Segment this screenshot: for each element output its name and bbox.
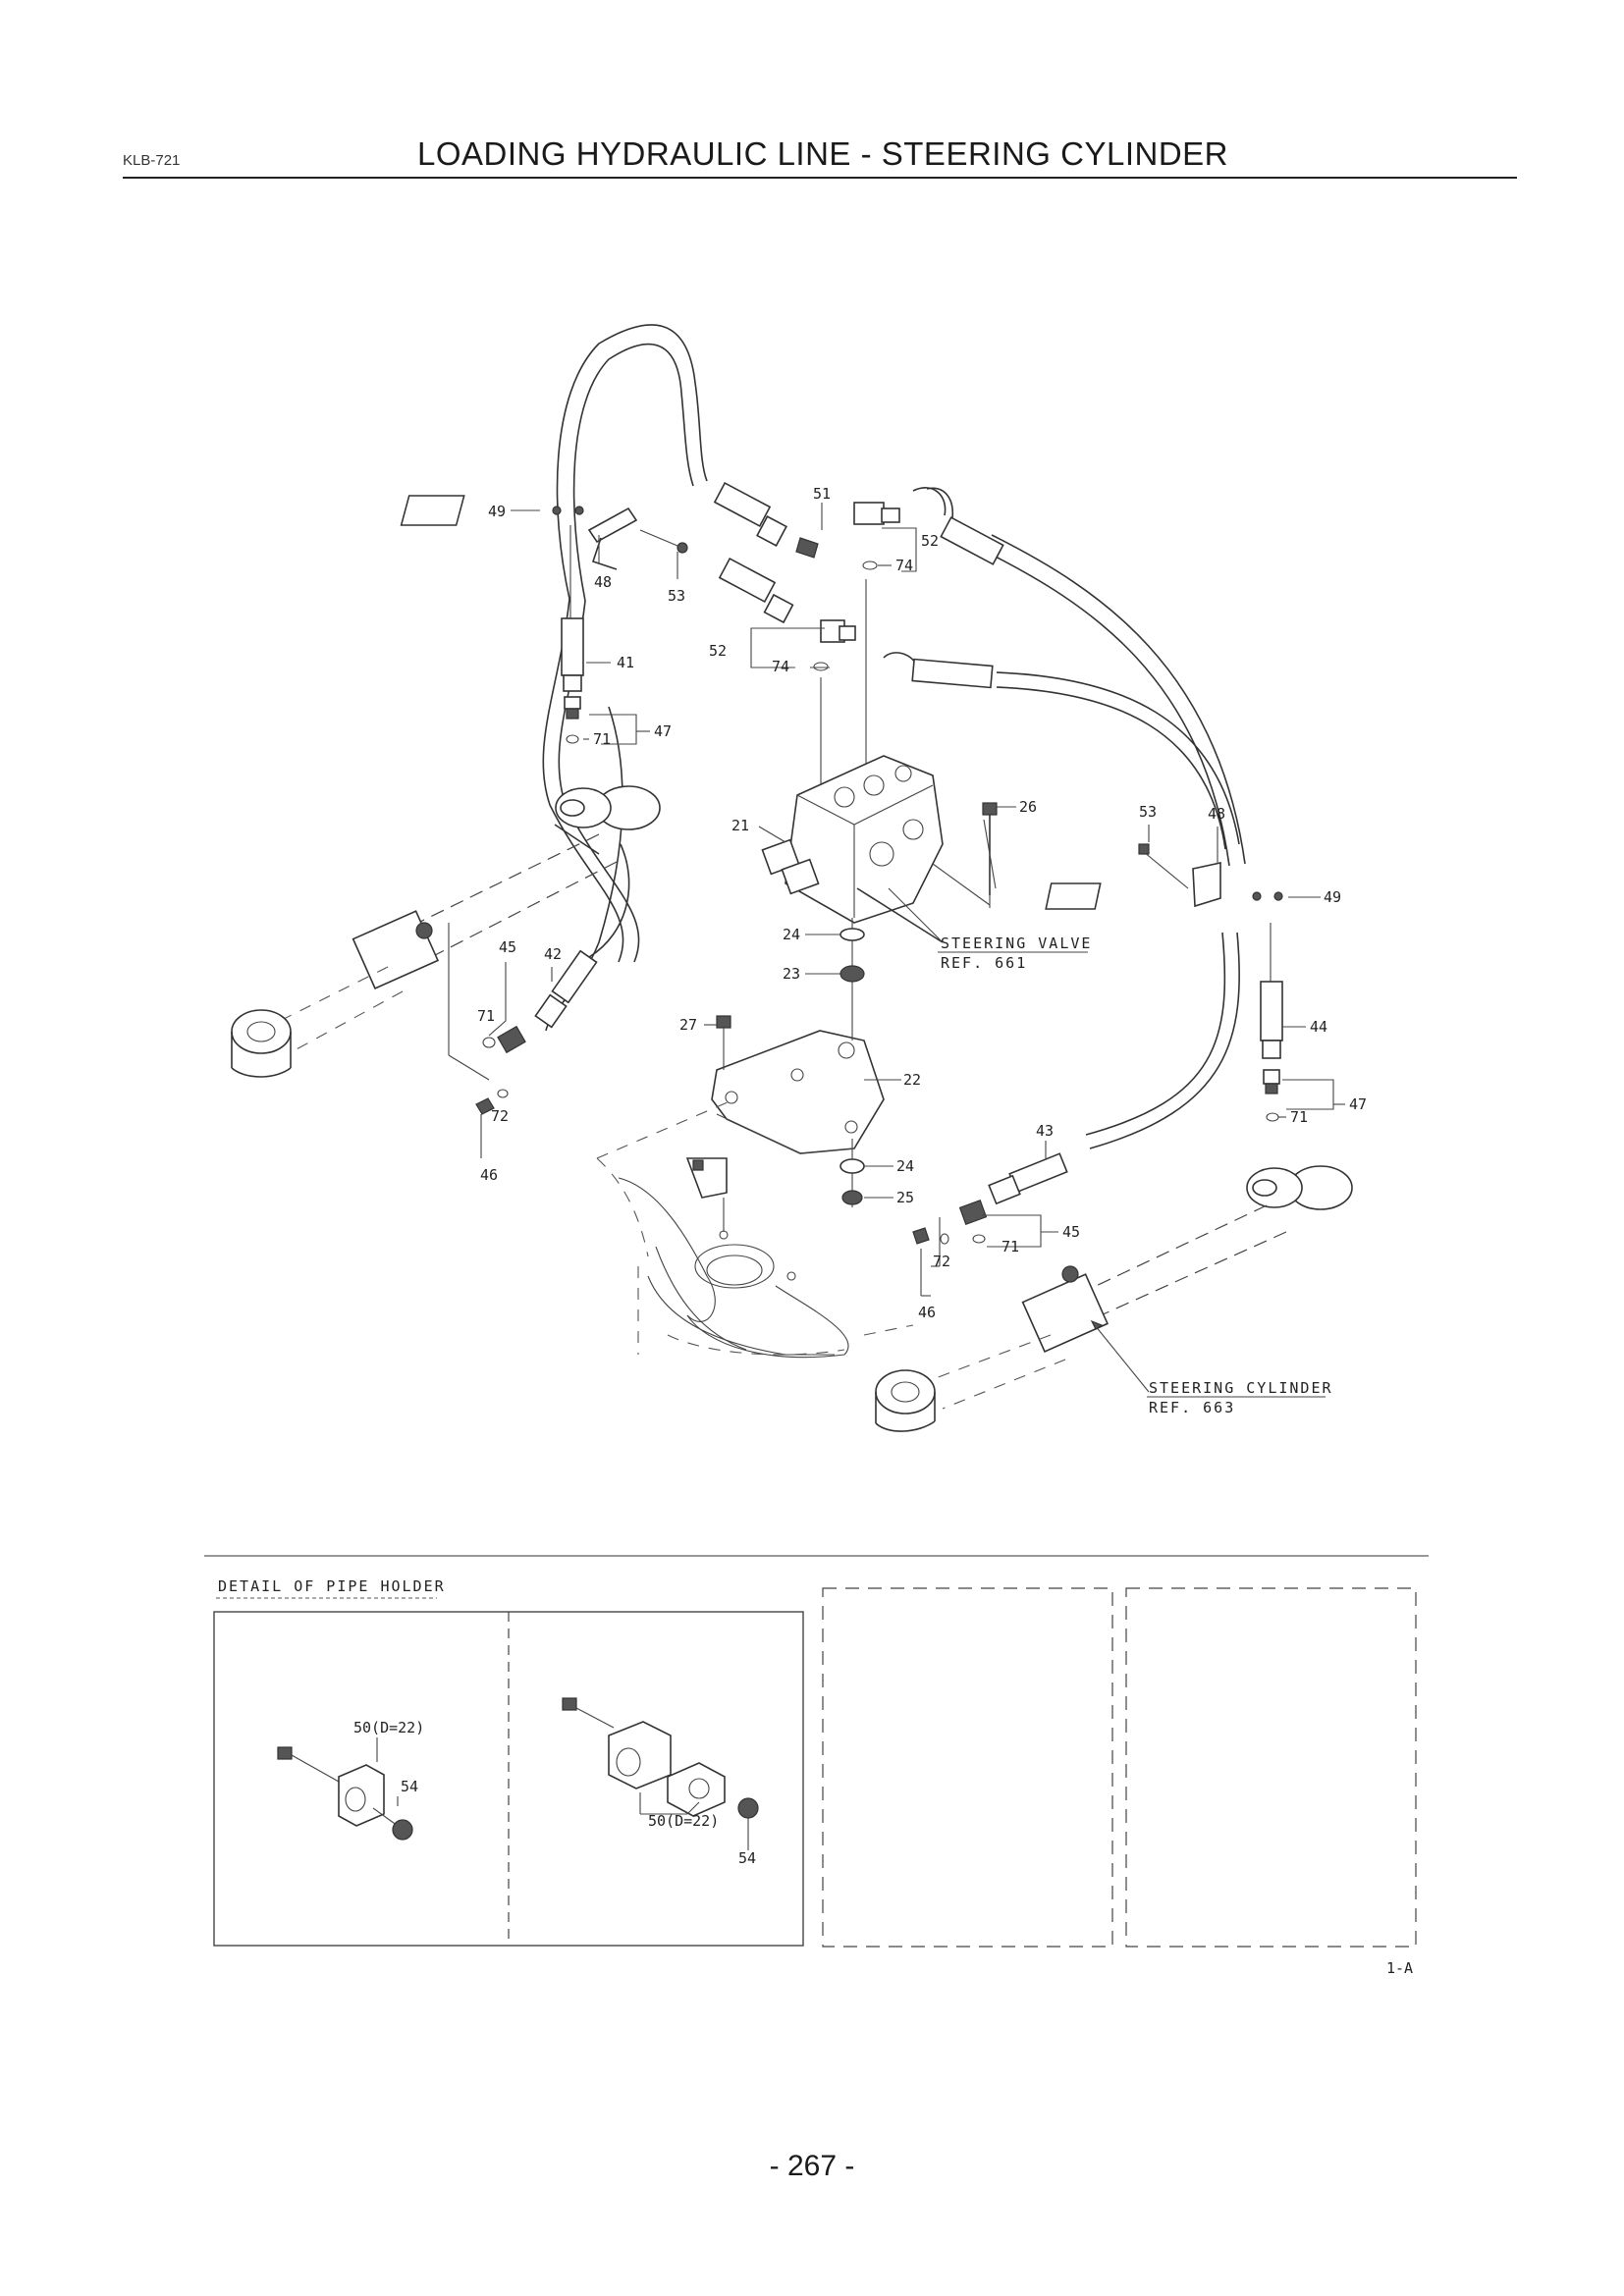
page-header: KLB-721 LOADING HYDRAULIC LINE - STEERIN…	[123, 128, 1517, 179]
callout-25: 25	[896, 1189, 914, 1206]
detail-section: DETAIL OF PIPE HOLDER 50(D=22) 54	[204, 1555, 1429, 1977]
left-pipe-holder	[400, 495, 688, 570]
callout-42: 42	[544, 945, 562, 963]
left-steering-cylinder	[231, 785, 661, 1078]
hoses	[542, 324, 1246, 1149]
callout-48: 48	[594, 573, 612, 591]
callout-labels: 49 48 53 51 52 74 52 74 41 47 71 21 26 5…	[477, 485, 1367, 1321]
callout-48: 48	[1208, 805, 1225, 823]
chassis-frame	[596, 1098, 914, 1359]
detail-right-nut: 54	[738, 1849, 756, 1867]
callout-71: 71	[1001, 1238, 1019, 1255]
steering-valve	[761, 755, 998, 943]
callout-26: 26	[1019, 798, 1037, 816]
callout-43: 43	[1036, 1122, 1054, 1140]
empty-detail-box	[822, 1587, 1113, 1948]
callout-45: 45	[499, 938, 516, 956]
callout-72: 72	[933, 1253, 950, 1270]
callout-46: 46	[480, 1166, 498, 1184]
callout-44: 44	[1310, 1018, 1327, 1036]
steering-valve-ref: REF. 661	[941, 954, 1027, 972]
callout-49: 49	[488, 503, 506, 520]
callout-24: 24	[783, 926, 800, 943]
valve-mount-hardware	[839, 918, 865, 1011]
callout-49: 49	[1324, 888, 1341, 906]
detail-left-nut: 54	[401, 1778, 418, 1795]
leader-lines	[488, 503, 1345, 1398]
doc-code: KLB-721	[123, 152, 181, 169]
callout-27: 27	[679, 1016, 697, 1034]
callout-47: 47	[654, 722, 672, 740]
callout-51: 51	[813, 485, 831, 503]
right-pipe-holder	[1045, 843, 1283, 910]
page-title: LOADING HYDRAULIC LINE - STEERING CYLIND…	[417, 135, 1228, 172]
callout-46: 46	[918, 1304, 936, 1321]
callout-71: 71	[593, 730, 611, 748]
callout-53: 53	[1139, 803, 1157, 821]
pipe-holder-detail-left: 50(D=22) 54	[277, 1719, 424, 1841]
callout-52: 52	[709, 642, 727, 660]
right-lower-fittings	[912, 1152, 1068, 1296]
sheet-code: 1-A	[1386, 1959, 1413, 1977]
top-fittings	[713, 481, 1004, 795]
page-number: - 267 -	[769, 2150, 855, 2182]
callout-23: 23	[783, 965, 800, 983]
callout-53: 53	[668, 587, 685, 605]
reference-labels: STEERING VALVE REF. 661 STEERING CYLINDE…	[941, 934, 1333, 1416]
empty-detail-box	[1125, 1587, 1417, 1948]
callout-71: 71	[477, 1007, 495, 1025]
callout-71: 71	[1290, 1108, 1308, 1126]
callout-47: 47	[1349, 1095, 1367, 1113]
detail-left-part: 50(D=22)	[353, 1719, 424, 1736]
steering-cylinder-ref: REF. 663	[1149, 1399, 1235, 1416]
steering-cylinder-label: STEERING CYLINDER	[1149, 1379, 1333, 1397]
left-hose-fitting	[561, 525, 584, 744]
callout-52: 52	[921, 532, 939, 550]
callout-74: 74	[772, 658, 789, 675]
callout-21: 21	[731, 817, 749, 834]
steering-valve-label: STEERING VALVE	[941, 934, 1092, 952]
right-steering-cylinder	[875, 1165, 1353, 1432]
detail-right-part: 50(D=22)	[648, 1812, 719, 1830]
right-hose-fitting	[1260, 923, 1283, 1122]
callout-22: 22	[903, 1071, 921, 1089]
callout-24: 24	[896, 1157, 914, 1175]
pipe-holder-detail-right: 50(D=22) 54	[562, 1697, 759, 1867]
mounting-bracket	[711, 1011, 885, 1207]
callout-41: 41	[617, 654, 634, 671]
detail-title: DETAIL OF PIPE HOLDER	[218, 1577, 446, 1595]
left-lower-fittings	[448, 923, 598, 1158]
callout-74: 74	[895, 557, 913, 574]
callout-72: 72	[491, 1107, 509, 1125]
callout-45: 45	[1062, 1223, 1080, 1241]
